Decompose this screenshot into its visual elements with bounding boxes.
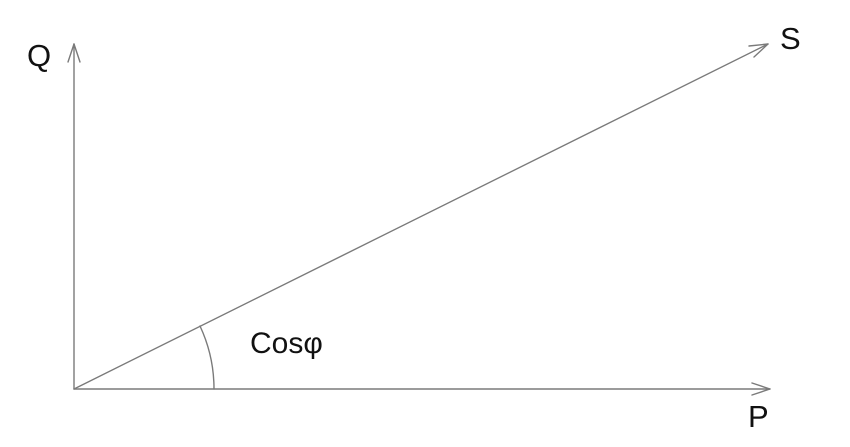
q-label: Q [27,38,51,73]
s-vector-arrowhead [748,43,769,58]
q-axis-arrowhead [67,43,81,63]
phi-angle-arc [199,325,215,390]
cos-phi-label: Cosφ [250,327,323,360]
p-label: P [748,399,769,434]
s-label: S [780,21,801,56]
s-vector-line [73,43,769,390]
p-axis-arrowhead [751,382,771,396]
